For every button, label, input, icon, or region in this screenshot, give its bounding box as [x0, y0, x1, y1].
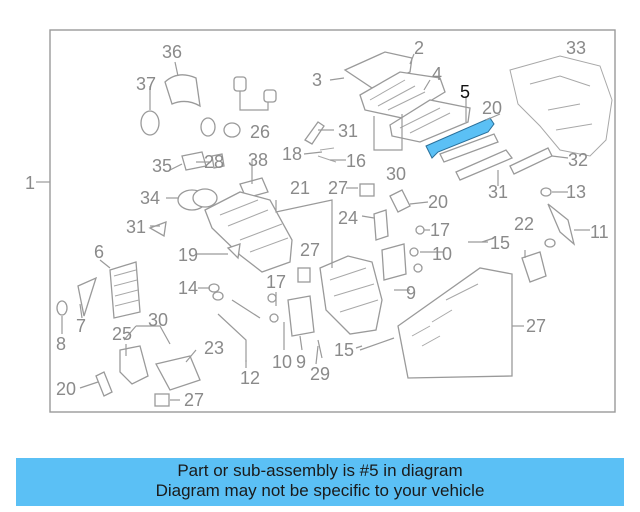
label-27b[interactable]: 27: [300, 240, 320, 260]
diagram-frame: [49, 29, 616, 413]
label-22[interactable]: 22: [514, 214, 534, 234]
label-18[interactable]: 18: [282, 144, 302, 164]
label-9b[interactable]: 9: [406, 283, 416, 303]
label-32[interactable]: 32: [568, 150, 588, 170]
label-28[interactable]: 28: [204, 152, 224, 172]
label-30b[interactable]: 30: [148, 310, 168, 330]
banner-line-1: Part or sub-assembly is #5 in diagram: [177, 461, 463, 480]
parts-diagram: 1 2 3 4 5 6 7 8 9 9 10 10 11 12 13 14 15…: [25, 29, 616, 413]
label-37[interactable]: 37: [136, 74, 156, 94]
label-19[interactable]: 19: [178, 245, 198, 265]
label-36[interactable]: 36: [162, 42, 182, 62]
label-33[interactable]: 33: [566, 38, 586, 58]
label-13[interactable]: 13: [566, 182, 586, 202]
label-8[interactable]: 8: [56, 334, 66, 354]
label-11[interactable]: 11: [590, 222, 609, 242]
label-7[interactable]: 7: [76, 316, 86, 336]
info-banner: Part or sub-assembly is #5 in diagram Di…: [16, 458, 624, 506]
label-31a[interactable]: 31: [338, 121, 358, 141]
label-10a[interactable]: 10: [272, 352, 292, 372]
label-10b[interactable]: 10: [432, 244, 452, 264]
label-15a[interactable]: 15: [334, 340, 354, 360]
label-34[interactable]: 34: [140, 188, 160, 208]
label-27c[interactable]: 27: [526, 316, 546, 336]
label-26[interactable]: 26: [250, 122, 270, 142]
label-29[interactable]: 29: [310, 364, 330, 384]
label-15b[interactable]: 15: [490, 233, 510, 253]
label-20b[interactable]: 20: [428, 192, 448, 212]
banner-line-2: Diagram may not be specific to your vehi…: [155, 481, 485, 500]
label-21[interactable]: 21: [290, 178, 310, 198]
label-17b[interactable]: 17: [430, 220, 450, 240]
label-25[interactable]: 25: [112, 324, 132, 344]
label-4[interactable]: 4: [432, 64, 442, 84]
label-14[interactable]: 14: [178, 278, 198, 298]
label-12[interactable]: 12: [240, 368, 260, 388]
leader-lines: [61, 53, 590, 401]
label-38[interactable]: 38: [248, 150, 268, 170]
label-1[interactable]: 1: [25, 173, 35, 193]
label-6[interactable]: 6: [94, 242, 104, 262]
label-23[interactable]: 23: [204, 338, 224, 358]
label-5[interactable]: 5: [460, 82, 470, 102]
label-31c[interactable]: 31: [126, 217, 146, 237]
label-27a[interactable]: 27: [328, 178, 348, 198]
label-16[interactable]: 16: [346, 151, 366, 171]
label-27d[interactable]: 27: [184, 390, 204, 410]
label-17a[interactable]: 17: [266, 272, 286, 292]
label-2[interactable]: 2: [414, 38, 424, 58]
label-30a[interactable]: 30: [386, 164, 406, 184]
label-35[interactable]: 35: [152, 156, 172, 176]
part-labels: 1 2 3 4 5 6 7 8 9 9 10 10 11 12 13 14 15…: [25, 38, 609, 410]
label-31b[interactable]: 31: [488, 182, 508, 202]
label-9a[interactable]: 9: [296, 352, 306, 372]
label-20a[interactable]: 20: [482, 98, 502, 118]
label-3[interactable]: 3: [312, 70, 322, 90]
label-20c[interactable]: 20: [56, 379, 76, 399]
label-24[interactable]: 24: [338, 208, 358, 228]
part-drawings: [56, 51, 613, 407]
